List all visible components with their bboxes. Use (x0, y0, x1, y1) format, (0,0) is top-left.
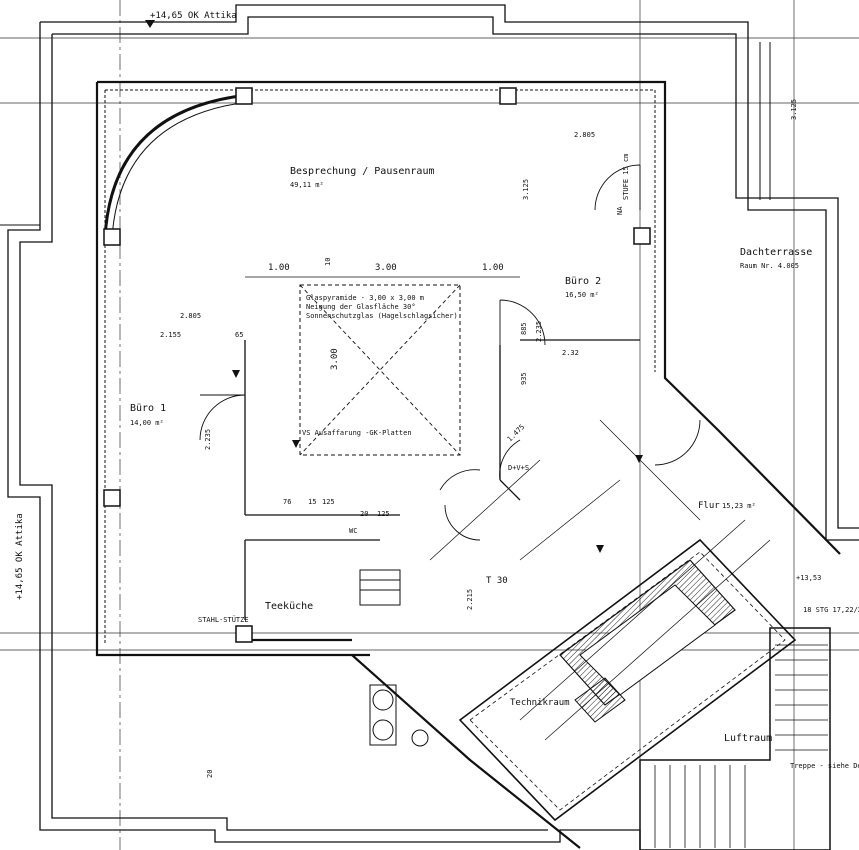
room-besprechung-name: Besprechung / Pausenraum (290, 166, 435, 177)
dim-125: 125 (322, 498, 335, 506)
skylight-line2: Neigung der Glasfläche 30° (306, 303, 416, 311)
dim-3125: 3.125 (522, 179, 530, 200)
dim-232: 2.32 (562, 349, 579, 357)
curved-wall (103, 93, 249, 239)
room-dachterrasse-code: Raum Nr. 4.005 (740, 262, 799, 270)
skylight-opening: VS Ausaffarung -GK-Platten (302, 429, 412, 437)
dim-300: 3.00 (375, 263, 397, 273)
room-buero1-area: 14,00 m² (130, 419, 164, 427)
note-t30: T 30 (486, 576, 508, 586)
room-buero2-name: Büro 2 (565, 276, 601, 287)
dim-125b: 125 (377, 510, 390, 518)
dim-300v: 3.00 (330, 348, 340, 370)
dim-20b: 20 (206, 770, 214, 778)
dim-65: 65 (235, 331, 243, 339)
note-dvs: D+V+S (508, 464, 529, 472)
dim-2235a: 2.235 (535, 321, 543, 342)
room-flur-name: Flur (698, 501, 720, 511)
dim-2805b: 2.805 (574, 131, 595, 139)
dim-3125r: 3.125 (790, 99, 798, 120)
inner-wall-liners (104, 89, 656, 645)
skylight (245, 276, 520, 456)
dim-935: 935 (520, 372, 528, 385)
note-stahl: STAHL-STÜTZE (198, 615, 249, 624)
dim-2805a: 2.805 (180, 312, 201, 320)
outer-walls (0, 4, 859, 850)
attika-level-top: +14,65 OK Attika (150, 11, 237, 21)
room-teekueche-name: Teeküche (265, 601, 313, 612)
columns (103, 87, 651, 643)
kitchen-fixtures (359, 569, 429, 747)
room-technikraum-name: Technikraum (510, 698, 570, 708)
room-flur-area: 15,23 m² (722, 502, 756, 510)
shaft-small (574, 677, 626, 723)
note-treppe: Treppe - siehe Detailplan 1:20 (790, 762, 859, 770)
section-markers (145, 20, 643, 553)
dim-76: 76 (283, 498, 291, 506)
dim-100b: 1.00 (482, 263, 504, 273)
note-wc: WC (349, 527, 357, 535)
dim-2155: 2.155 (160, 331, 181, 339)
text-labels: +14,65 OK Attika +14,65 OK Attika Bespre… (15, 11, 859, 778)
note-stg: 18 STG 17,22/27 (803, 606, 859, 614)
skylight-line1: Glaspyramide - 3,00 x 3,00 m (306, 294, 424, 302)
inner-walls (95, 80, 841, 849)
dim-10: 10 (324, 258, 332, 266)
note-stufe: STUFE 15 cm (622, 154, 630, 200)
room-besprechung-area: 49,11 m² (290, 181, 324, 189)
room-buero2-area: 16,50 m² (565, 291, 599, 299)
dim-20: 20 (360, 510, 368, 518)
room-dachterrasse-name: Dachterrasse (740, 247, 812, 258)
door-swings (199, 164, 701, 541)
dim-2235b: 2.235 (204, 429, 212, 450)
skylight-line3: Sonnenschutzglas (Hagelschlagsicher) (306, 312, 458, 320)
stair (639, 627, 831, 850)
dim-15: 15 (308, 498, 316, 506)
diag-dimensions (429, 419, 771, 741)
dim-100a: 1.00 (268, 263, 290, 273)
attika-level-left: +14,65 OK Attika (15, 513, 25, 600)
dim-885: 885 (520, 322, 528, 335)
dim-2215: 2.215 (466, 589, 474, 610)
room-buero1-name: Büro 1 (130, 403, 166, 414)
partitions (244, 339, 640, 620)
room-luftraum-name: Luftraum (724, 733, 772, 744)
note-na: NA (616, 206, 624, 215)
note-level: +13,53 (796, 574, 821, 582)
